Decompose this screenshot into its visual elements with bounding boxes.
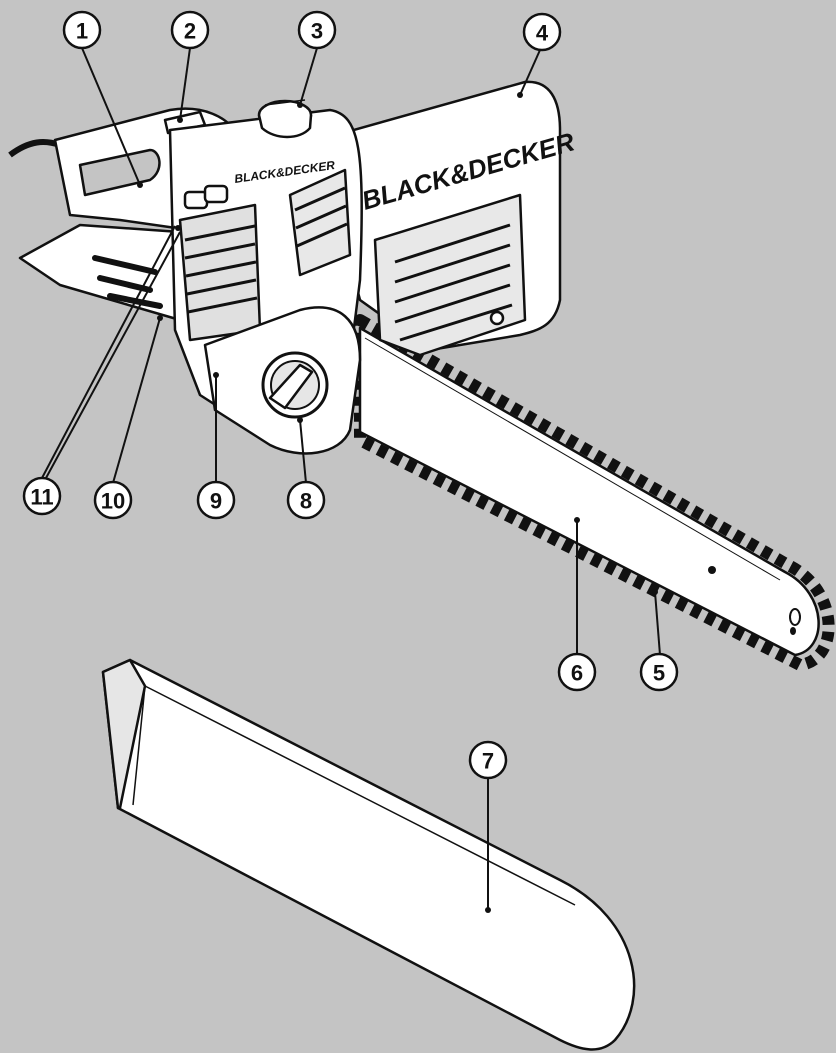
svg-text:7: 7 [482,749,494,774]
svg-text:3: 3 [311,19,323,44]
guide-bar [354,314,835,671]
svg-text:6: 6 [571,661,583,686]
callout-3: 3 [297,10,337,50]
svg-text:11: 11 [30,485,53,510]
svg-text:10: 10 [101,489,125,514]
callout-9: 9 [196,480,236,520]
callout-7: 7 [468,740,508,780]
motor-housing [8,80,562,455]
callout-6: 6 [557,652,597,692]
svg-text:5: 5 [653,661,665,686]
callout-1: 1 [62,10,102,50]
callout-11: 11 [22,476,62,516]
svg-text:9: 9 [210,489,222,514]
leader-dots [137,92,658,913]
callout-2: 2 [170,10,210,50]
svg-text:2: 2 [184,19,196,44]
callout-4: 4 [522,12,562,52]
svg-text:8: 8 [300,489,312,514]
callout-10: 10 [93,480,133,520]
callout-8: 8 [286,480,326,520]
callout-5: 5 [639,652,679,692]
leader-lines [41,47,661,910]
svg-text:4: 4 [536,21,549,46]
svg-text:1: 1 [76,19,88,44]
chain-guard [101,658,636,1051]
